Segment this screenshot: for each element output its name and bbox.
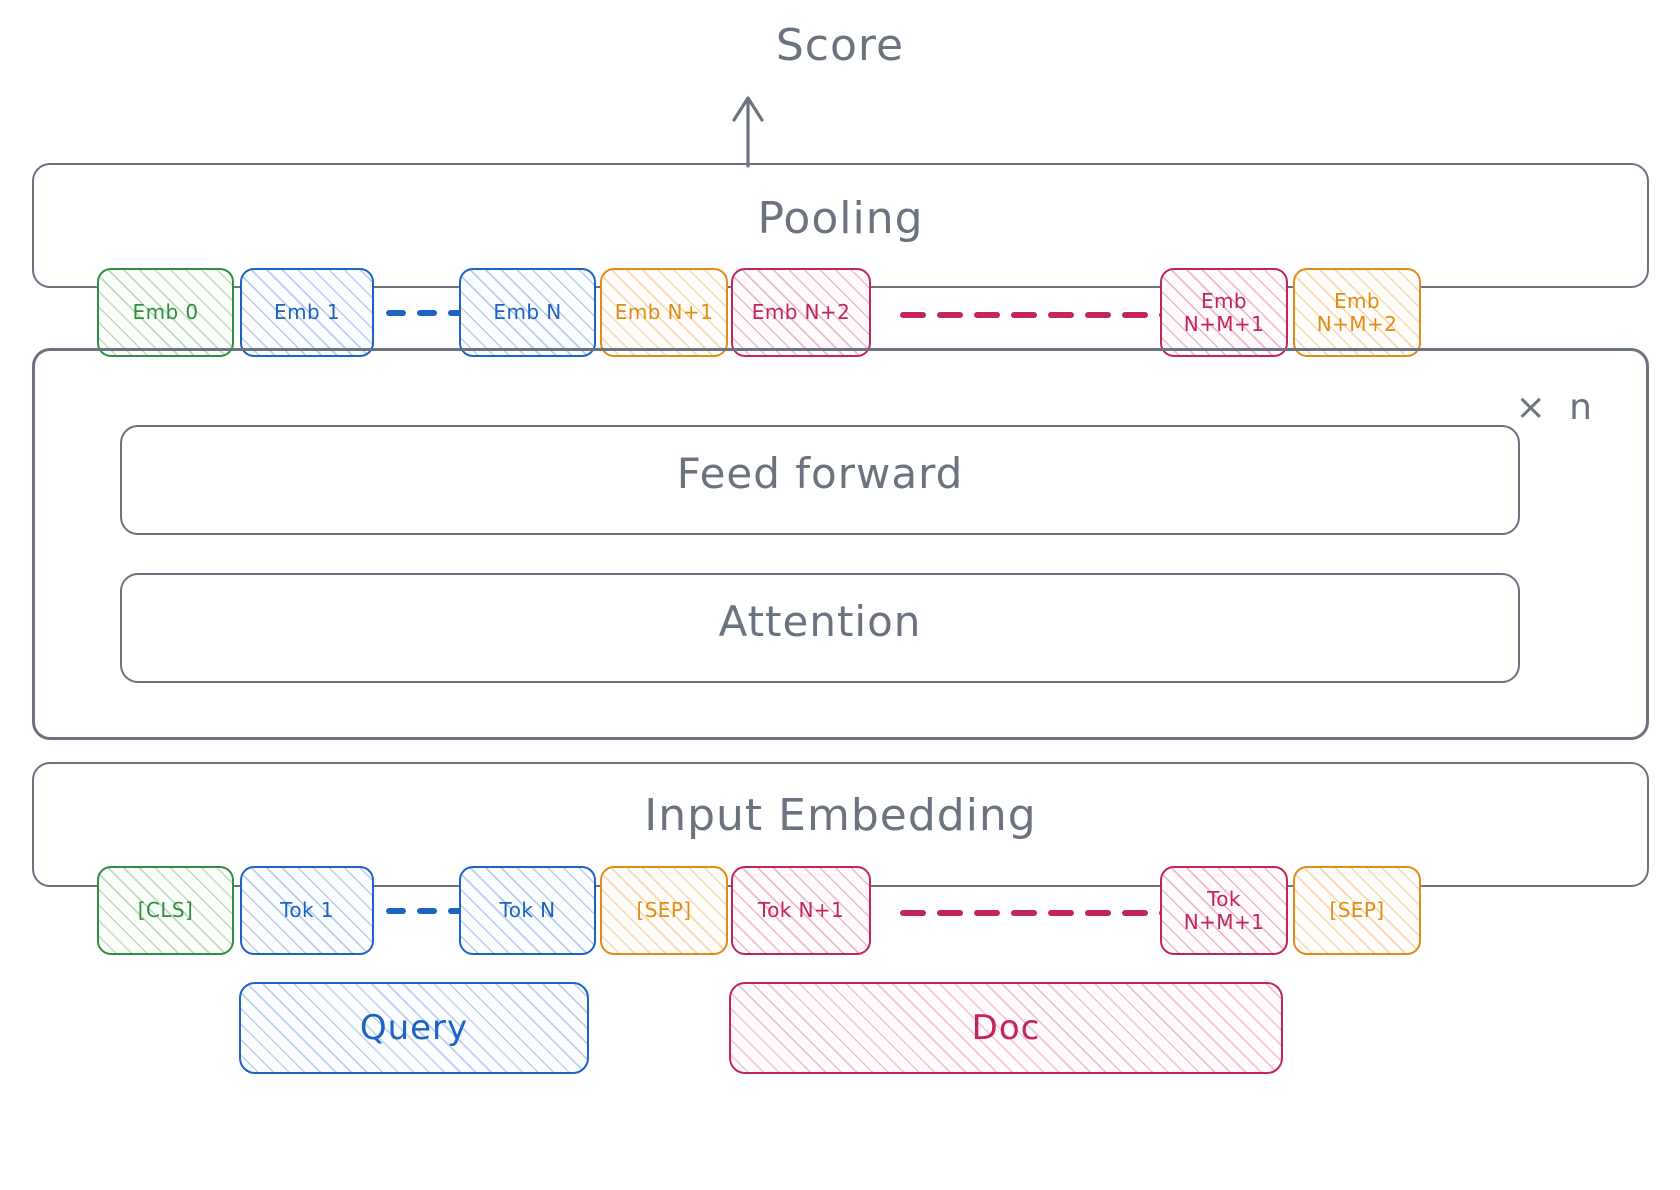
emb-chip-nm1-label: Emb N+M+1: [1183, 289, 1265, 336]
attention-block: Attention: [120, 573, 1520, 683]
tok-chip-sep-1: [SEP]: [600, 866, 728, 955]
emb-chip-1: Emb 1: [240, 268, 374, 357]
emb-chip-n1: Emb N+1: [600, 268, 728, 357]
emb-chip-n1-label: Emb N+1: [614, 300, 714, 325]
feed-forward-block: Feed forward: [120, 425, 1520, 535]
tok-ellipsis-query: [386, 908, 468, 914]
feed-forward-label: Feed forward: [676, 449, 964, 498]
up-arrow-icon: [732, 96, 764, 168]
emb-ellipsis-query: [386, 310, 468, 316]
emb-chip-nm2-label: Emb N+M+2: [1316, 289, 1398, 336]
score-label: Score: [775, 20, 905, 71]
tok-chip-n1-label: Tok N+1: [757, 898, 845, 923]
emb-chip-0: Emb 0: [97, 268, 234, 357]
emb-chip-nm1: Emb N+M+1: [1160, 268, 1288, 357]
repeat-count-label: × n: [1515, 387, 1598, 428]
tok-chip-cls-label: [CLS]: [137, 898, 194, 923]
tok-chip-cls: [CLS]: [97, 866, 234, 955]
emb-chip-n2-label: Emb N+2: [751, 300, 851, 325]
emb-chip-1-label: Emb 1: [274, 300, 340, 325]
tok-chip-nm1-label: Tok N+M+1: [1183, 887, 1265, 934]
tok-chip-sep-2-label: [SEP]: [1329, 898, 1385, 923]
doc-group-label: Doc: [971, 1008, 1041, 1048]
tok-chip-n: Tok N: [459, 866, 596, 955]
query-group-label: Query: [359, 1008, 469, 1048]
pooling-label: Pooling: [757, 193, 924, 244]
emb-chip-n2: Emb N+2: [731, 268, 871, 357]
tok-chip-sep-1-label: [SEP]: [636, 898, 692, 923]
emb-chip-nm2: Emb N+M+2: [1293, 268, 1421, 357]
tok-chip-1: Tok 1: [240, 866, 374, 955]
attention-label: Attention: [718, 597, 922, 646]
encoder-block: × n Feed forward Attention: [32, 348, 1649, 740]
tok-chip-nm1: Tok N+M+1: [1160, 866, 1288, 955]
tok-chip-1-label: Tok 1: [280, 898, 334, 923]
input-embedding-label: Input Embedding: [644, 790, 1037, 841]
tok-chip-n1: Tok N+1: [731, 866, 871, 955]
query-group-box: Query: [239, 982, 589, 1074]
tok-chip-n-label: Tok N: [499, 898, 556, 923]
emb-chip-n-label: Emb N: [493, 300, 562, 325]
emb-chip-n: Emb N: [459, 268, 596, 357]
tok-chip-sep-2: [SEP]: [1293, 866, 1421, 955]
doc-group-box: Doc: [729, 982, 1283, 1074]
emb-chip-0-label: Emb 0: [132, 300, 199, 325]
